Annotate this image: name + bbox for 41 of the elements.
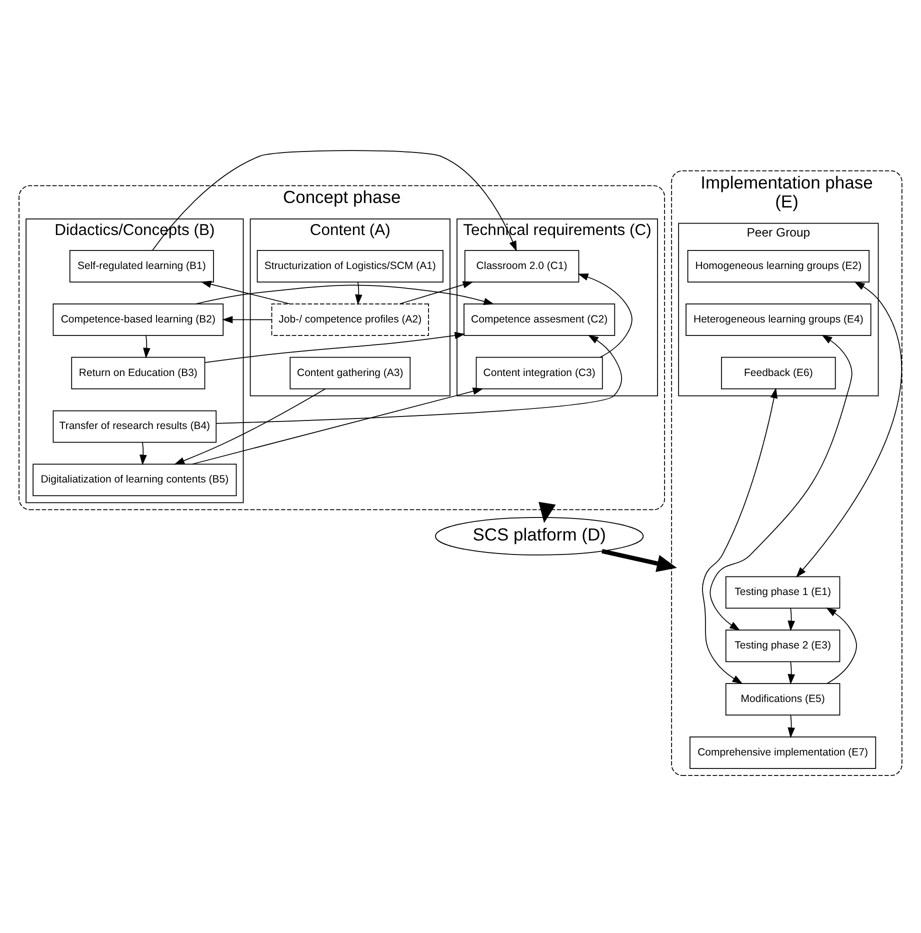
node-box: Comprehensive implementation (E7) — [690, 736, 876, 769]
node-box: Content gathering (A3) — [290, 356, 411, 390]
arrow — [204, 332, 466, 364]
arrow — [200, 280, 290, 304]
arrow — [399, 281, 474, 304]
node-box: Transfer of research results (B4) — [52, 410, 217, 443]
node-box: Return on Education (B3) — [71, 356, 206, 390]
arrow — [143, 335, 150, 358]
node-box: Competence assesment (C2) — [464, 303, 616, 336]
arrow — [788, 714, 796, 738]
node-ellipse: SCS platform (D) — [435, 516, 644, 556]
node-box: Digitaliatization of learning contents (B5) — [32, 464, 237, 496]
arrow — [195, 284, 494, 305]
arrow — [216, 334, 622, 424]
arrow — [796, 281, 902, 578]
node-box: Content integration (C3) — [476, 356, 603, 390]
node-box: Structurization of Logistics/SCM (A1) — [256, 250, 444, 282]
node-box: Self-regulated learning (B1) — [69, 250, 214, 282]
node-box: Modifications (E5) — [725, 683, 840, 716]
node-box: Competence-based learning (B2) — [52, 303, 224, 336]
node-box: Homogeneous learning groups (E2) — [687, 250, 870, 282]
node-box: Feedback (E6) — [721, 356, 836, 390]
node-box: Heterogeneous learning groups (E4) — [686, 303, 872, 336]
arrow — [538, 502, 556, 523]
arrow — [174, 388, 326, 465]
arrow — [222, 316, 272, 324]
arrow — [355, 282, 362, 306]
arrow — [710, 334, 852, 631]
arrow — [788, 661, 796, 685]
arrow — [788, 608, 796, 632]
arrow — [578, 274, 632, 358]
arrow — [152, 150, 517, 252]
node-box: Testing phase 1 (E1) — [725, 576, 840, 609]
node-box: Classroom 2.0 (C1) — [464, 250, 580, 282]
node-box: Testing phase 2 (E3) — [725, 630, 840, 662]
arrow — [602, 548, 677, 572]
arrow — [826, 608, 857, 684]
node-box: Job-/ competence profiles (A2) — [271, 303, 429, 336]
arrow — [702, 388, 778, 684]
arrow — [192, 388, 484, 465]
arrow — [140, 442, 147, 466]
